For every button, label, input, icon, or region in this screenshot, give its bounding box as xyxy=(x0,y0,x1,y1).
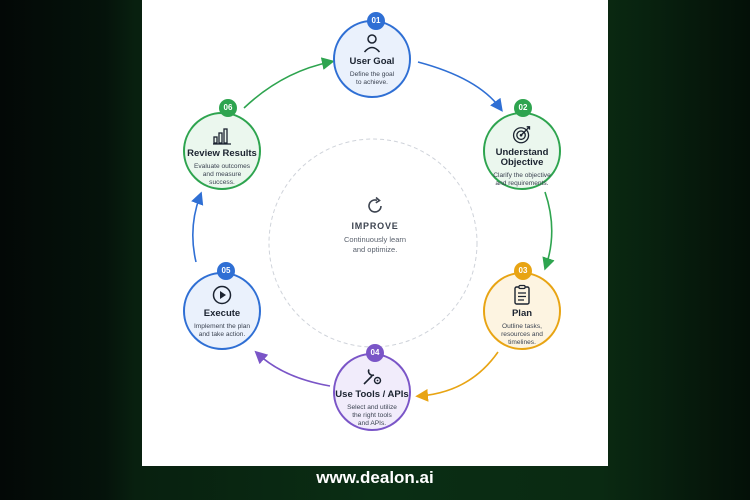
play-icon xyxy=(212,285,232,305)
step-badge: 02 xyxy=(514,99,532,117)
center-improve: IMPROVE Continuously learn and optimize. xyxy=(323,195,427,255)
step-badge: 01 xyxy=(367,12,385,30)
step-badge: 06 xyxy=(219,99,237,117)
step-title: Understand Objective xyxy=(495,146,549,169)
center-title: IMPROVE xyxy=(351,221,399,231)
step-description: Evaluate outcomes and measure success. xyxy=(193,162,251,186)
arrow-03-04 xyxy=(415,351,499,402)
step-plan: Plan Outline tasks, resources and timeli… xyxy=(483,272,561,350)
arrow-02-03 xyxy=(542,191,555,271)
step-title: Plan xyxy=(511,308,533,319)
step-badge: 03 xyxy=(514,262,532,280)
footer-url: www.dealon.ai xyxy=(316,468,434,487)
step-description: Select and utilize the right tools and A… xyxy=(347,403,397,427)
arrow-05-06 xyxy=(191,191,204,263)
step-user-goal: User Goal Define the goal to achieve. xyxy=(333,20,411,98)
arrow-01-02 xyxy=(417,61,503,112)
step-title: User Goal xyxy=(349,56,395,67)
step-use-tools-apis: Use Tools / APIs Select and utilize the … xyxy=(333,353,411,431)
step-badge: 05 xyxy=(217,262,235,280)
target-icon xyxy=(512,126,531,144)
step-review-results: Review Results Evaluate outcomes and mea… xyxy=(183,112,261,190)
user-icon xyxy=(363,34,381,53)
arrow-06-01 xyxy=(243,57,335,109)
step-description: Clarify the objective and requirements. xyxy=(493,171,551,187)
step-execute: Execute Implement the plan and take acti… xyxy=(183,272,261,350)
tools-icon xyxy=(363,369,382,385)
clipboard-icon xyxy=(514,284,530,305)
step-title: Execute xyxy=(203,308,241,319)
center-description: Continuously learn and optimize. xyxy=(343,235,407,254)
refresh-icon xyxy=(368,196,382,213)
step-description: Implement the plan and take action. xyxy=(193,322,251,338)
step-description: Define the goal to achieve. xyxy=(349,70,395,86)
step-badge: 04 xyxy=(366,344,384,362)
bar-chart-icon xyxy=(213,128,231,145)
arrow-04-05 xyxy=(254,350,331,387)
step-understand-objective: Understand Objective Clarify the objecti… xyxy=(483,112,561,190)
step-title: Use Tools / APIs xyxy=(335,389,409,400)
step-description: Outline tasks, resources and timelines. xyxy=(501,322,543,346)
step-title: Review Results xyxy=(187,148,257,159)
